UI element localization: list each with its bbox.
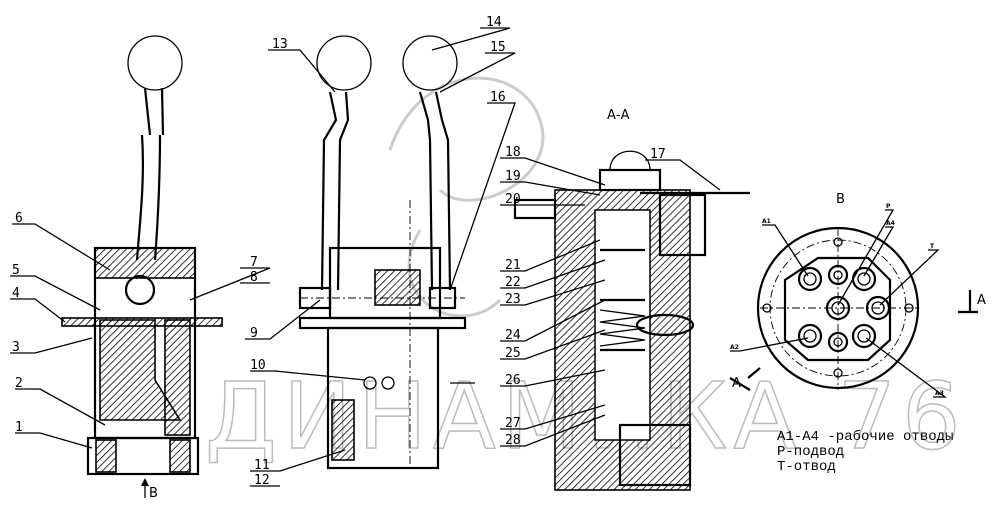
callout-1: 1 xyxy=(15,420,23,435)
callout-19: 19 xyxy=(505,169,521,184)
callout-4: 4 xyxy=(12,286,20,301)
callout-25: 25 xyxy=(505,346,521,361)
callout-26: 26 xyxy=(505,373,521,388)
view-b-flange xyxy=(729,209,978,398)
callout-14: 14 xyxy=(486,15,502,30)
leader-lines xyxy=(10,27,721,487)
section-arrow-right-label: A xyxy=(977,293,986,308)
callout-23: 23 xyxy=(505,292,521,307)
legend-line-3: T-отвод xyxy=(777,459,836,475)
middle-view xyxy=(298,35,475,470)
port-a1: A1 xyxy=(762,218,771,225)
callout-7: 7 xyxy=(250,255,258,270)
callout-21: 21 xyxy=(505,258,521,273)
callout-16: 16 xyxy=(490,90,506,105)
legend-line-1: A1-A4 -рабочие отводы xyxy=(777,428,953,445)
port-a4: A4 xyxy=(886,220,895,227)
callout-9: 9 xyxy=(250,326,258,341)
callout-22: 22 xyxy=(505,275,521,290)
callout-6: 6 xyxy=(15,211,23,226)
callout-15: 15 xyxy=(490,40,506,55)
port-labels: A1 P A4 T A2 A3 xyxy=(730,203,944,397)
callout-18: 18 xyxy=(505,145,521,160)
callout-27: 27 xyxy=(505,416,521,431)
callout-labels: 1 2 3 4 5 6 7 8 9 10 11 12 13 14 15 16 1… xyxy=(12,15,666,488)
port-a3: A3 xyxy=(935,390,944,397)
callout-20: 20 xyxy=(505,192,521,207)
callout-17: 17 xyxy=(650,147,666,162)
callout-3: 3 xyxy=(12,340,20,355)
callout-13: 13 xyxy=(272,37,288,52)
legend: A1-A4 -рабочие отводы P-подвод T-отвод xyxy=(777,428,953,475)
callout-10: 10 xyxy=(250,358,266,373)
view-b-arrow-label: B xyxy=(149,486,158,501)
port-t: T xyxy=(930,243,935,250)
legend-line-2: P-подвод xyxy=(777,444,844,460)
callout-5: 5 xyxy=(12,263,20,278)
section-title: А-А xyxy=(607,108,630,123)
callout-8: 8 xyxy=(250,270,258,285)
callout-11: 11 xyxy=(254,458,270,473)
section-a-a-view xyxy=(513,150,750,491)
callout-2: 2 xyxy=(15,376,23,391)
left-view xyxy=(61,35,223,498)
callout-28: 28 xyxy=(505,433,521,448)
port-a2: A2 xyxy=(730,344,739,351)
view-b-title: B xyxy=(836,192,845,207)
callout-24: 24 xyxy=(505,328,521,343)
callout-12: 12 xyxy=(254,473,270,488)
port-p: P xyxy=(886,203,891,210)
section-arrow-left-label: A xyxy=(732,376,741,391)
